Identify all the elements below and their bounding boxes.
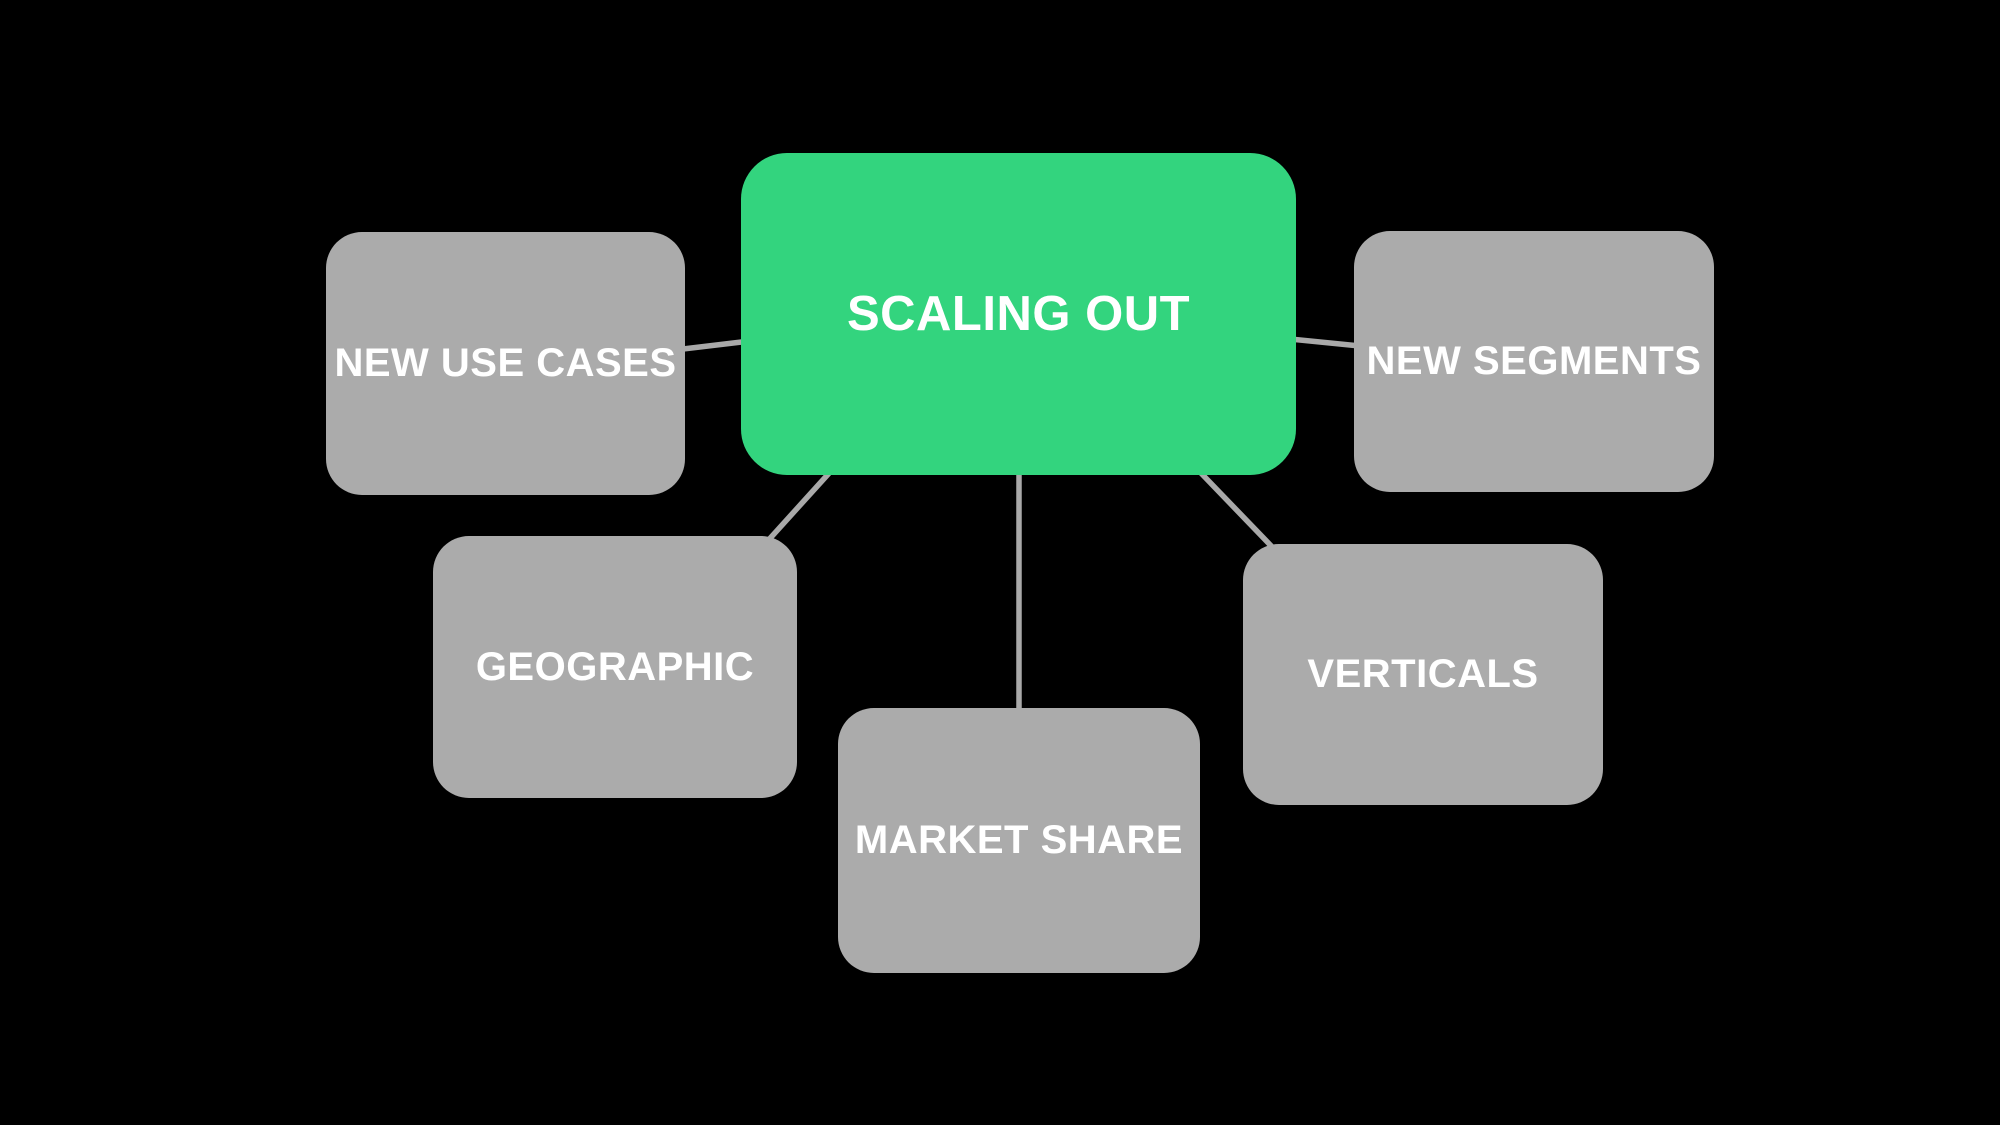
connector-center-to-geographic	[761, 469, 834, 547]
node-scaling-out-label: SCALING OUT	[846, 287, 1191, 341]
node-geographic-label: GEOGRAPHIC	[475, 644, 755, 689]
node-new-segments-label: NEW SEGMENTS	[1366, 339, 1702, 383]
node-scaling-out[interactable]: SCALING OUT	[741, 153, 1296, 475]
node-new-segments[interactable]: NEW SEGMENTS	[1354, 231, 1714, 492]
node-market-share[interactable]: MARKET SHARE	[838, 708, 1200, 973]
node-verticals[interactable]: VERTICALS	[1243, 544, 1603, 805]
node-geographic[interactable]: GEOGRAPHIC	[433, 536, 797, 798]
node-new-use-cases[interactable]: NEW USE CASES	[326, 232, 685, 495]
node-market-share-label: MARKET SHARE	[854, 818, 1184, 862]
node-verticals-label: VERTICALS	[1307, 652, 1539, 696]
connector-center-to-new-use-cases	[682, 338, 751, 352]
connector-center-to-verticals	[1197, 469, 1280, 555]
node-new-use-cases-label: NEW USE CASES	[334, 341, 677, 385]
connector-center-to-new-segments	[1289, 336, 1361, 349]
